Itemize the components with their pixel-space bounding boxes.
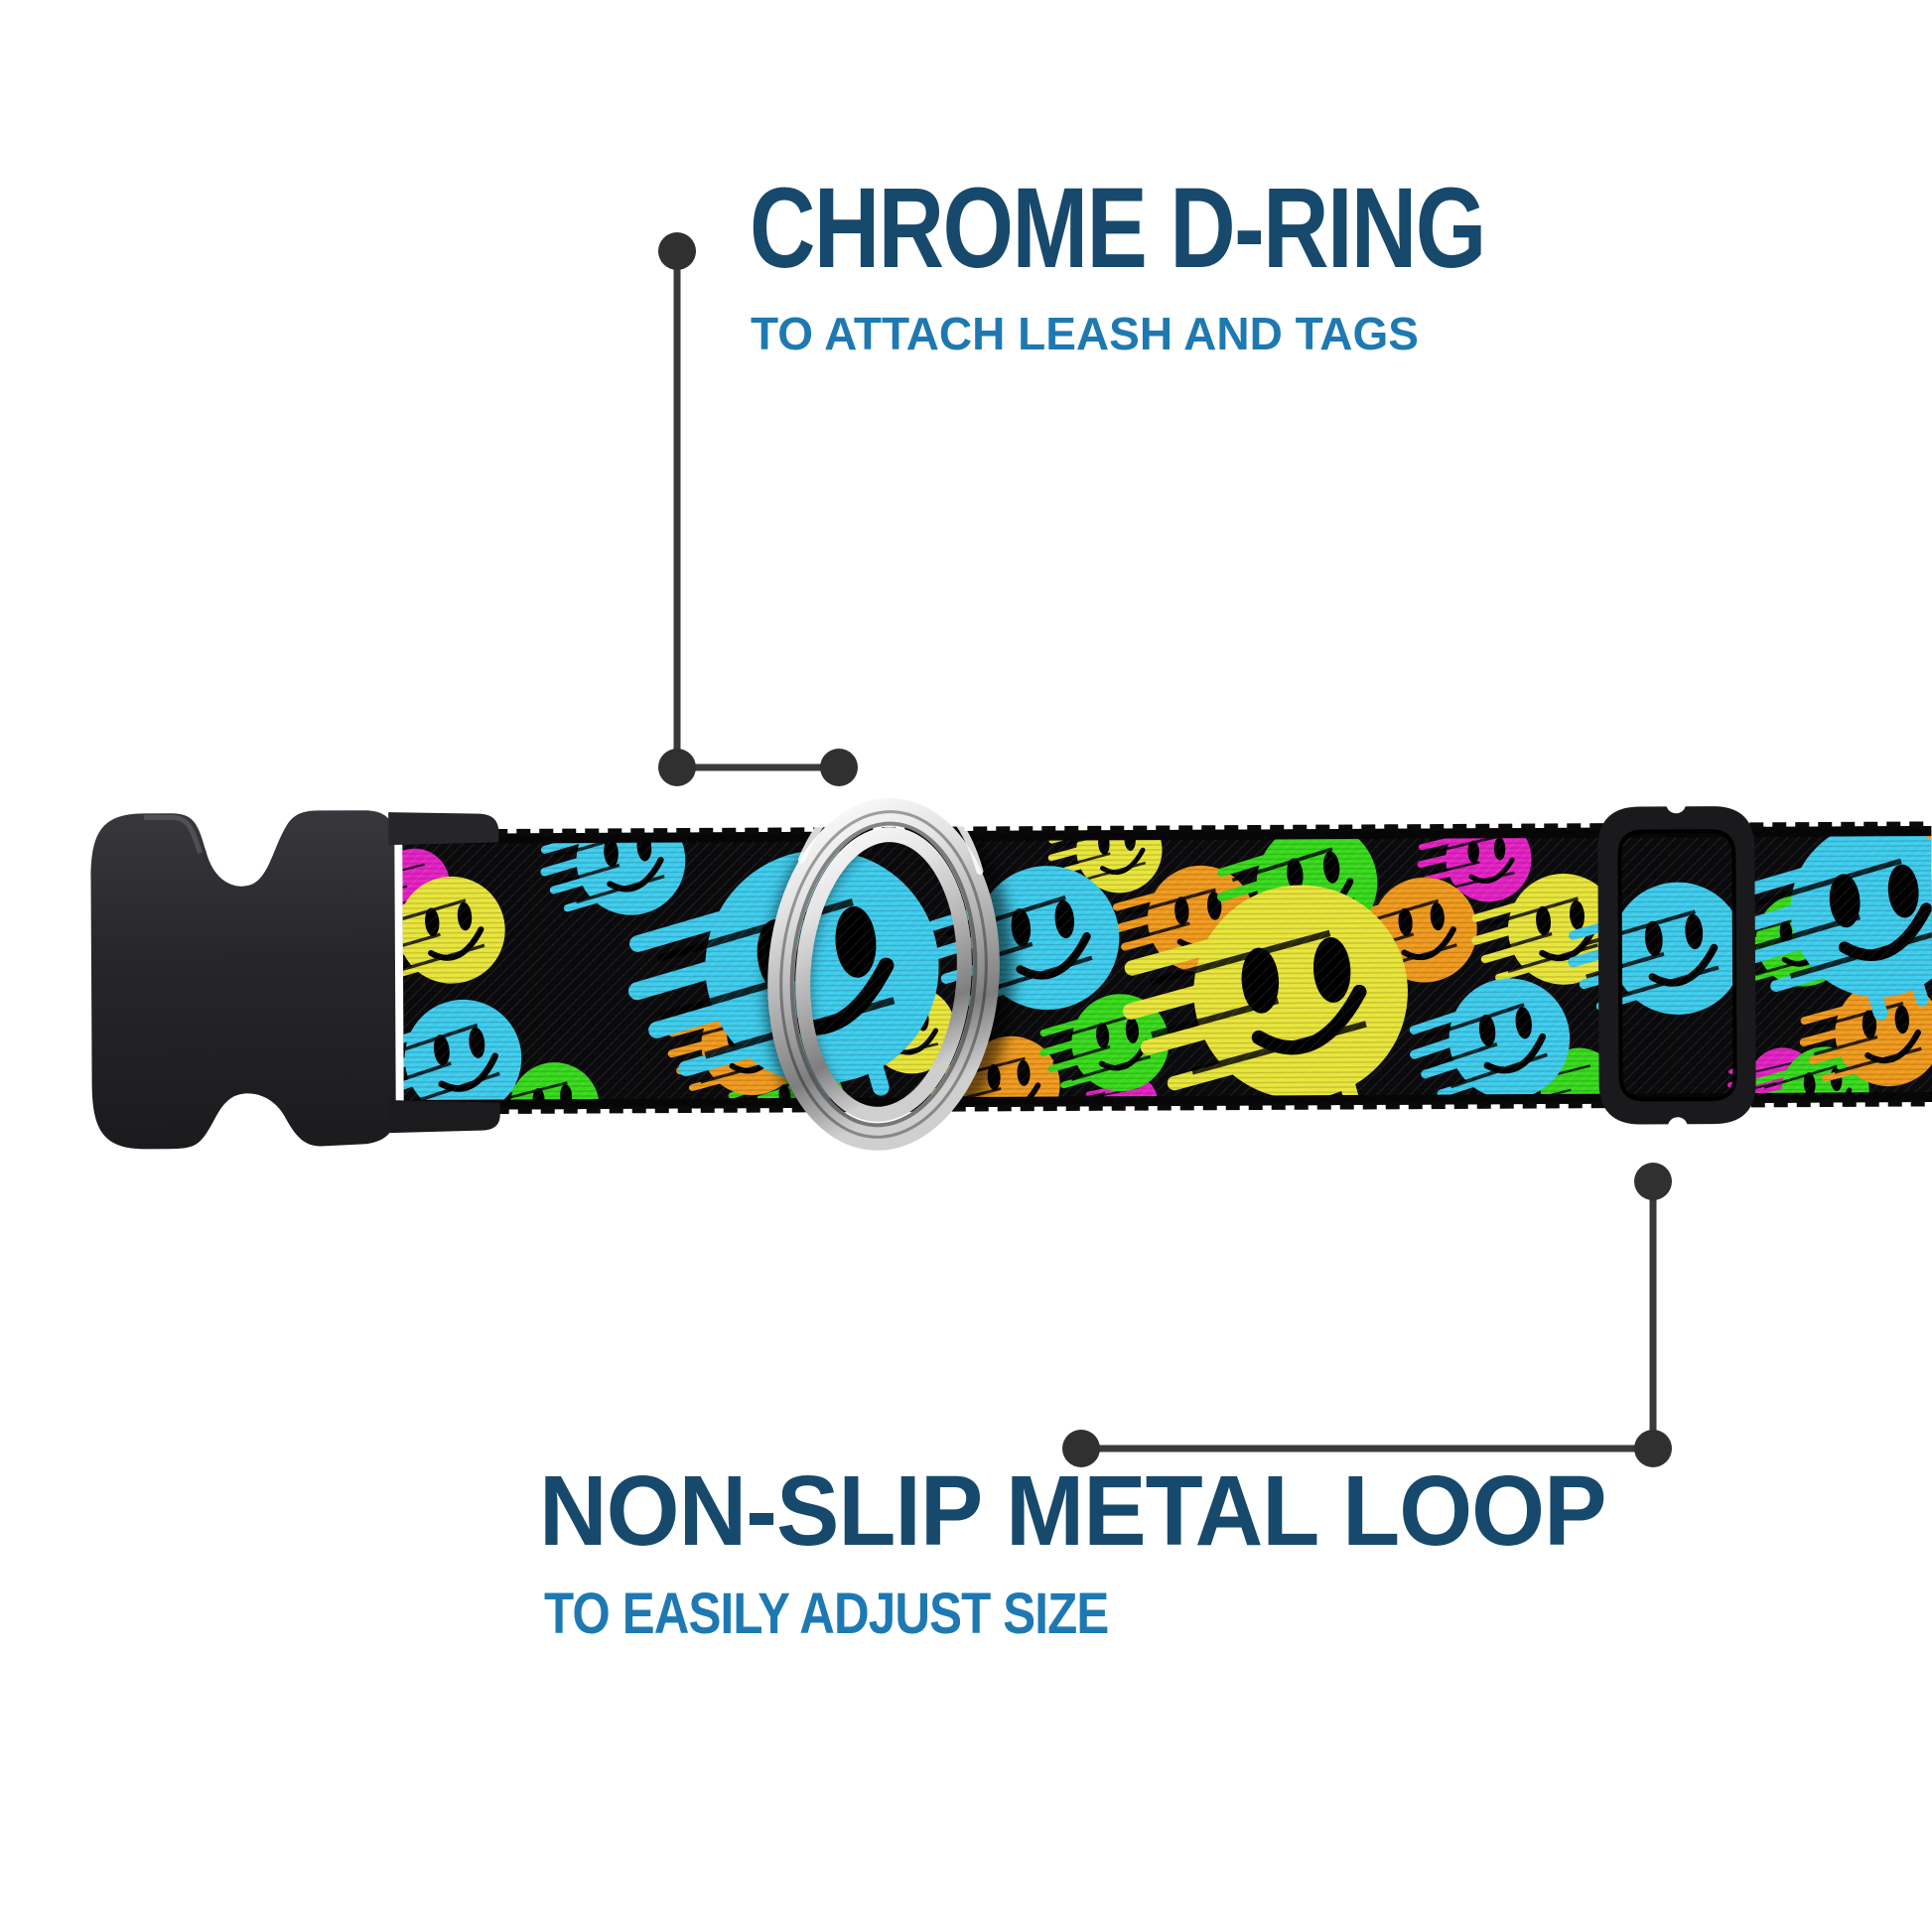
- metal-loop-slider: [1597, 793, 1756, 1138]
- callout-bottom-connector: [1062, 1163, 1672, 1467]
- plastic-buckle: [90, 810, 500, 1150]
- webbing-bottom-edge: [403, 1091, 1932, 1110]
- callout-bottom-dot-text: [1062, 1430, 1100, 1467]
- slider-frame: [1597, 806, 1756, 1125]
- buckle-body: [90, 810, 396, 1150]
- callout-bottom-subtitle: TO EASILY ADJUST SIZE: [544, 1582, 1109, 1646]
- slider-window-edge: [1617, 829, 1737, 1102]
- webbing-bottom-serration: [403, 1099, 1932, 1115]
- callout-top-subtitle: TO ATTACH LEASH AND TAGS: [751, 308, 1419, 359]
- callout-top-dot-corner: [658, 749, 696, 786]
- chrome-d-ring: [767, 777, 1000, 1151]
- buckle-highlight: [144, 814, 203, 854]
- callout-bottom-dot-corner: [1634, 1430, 1672, 1467]
- callout-top-dot-text: [658, 232, 696, 270]
- slider-bottom-notch: [1667, 1117, 1688, 1138]
- callout-top-title: CHROME D-RING: [750, 165, 1486, 292]
- callout-bottom-title: NON-SLIP METAL LOOP: [539, 1455, 1606, 1567]
- callout-bottom-dot-part: [1634, 1163, 1672, 1200]
- webbing-texture: [402, 825, 1932, 1110]
- buckle-bottom-arm: [389, 1100, 500, 1134]
- slider-top-notch: [1666, 793, 1687, 814]
- webbing-top-edge: [402, 825, 1932, 845]
- callout-top-dot-part: [820, 749, 858, 786]
- webbing-top-serration: [402, 821, 1932, 837]
- buckle-top-arm: [388, 812, 499, 846]
- collar: [90, 777, 1932, 1151]
- callout-top-connector: [658, 232, 858, 786]
